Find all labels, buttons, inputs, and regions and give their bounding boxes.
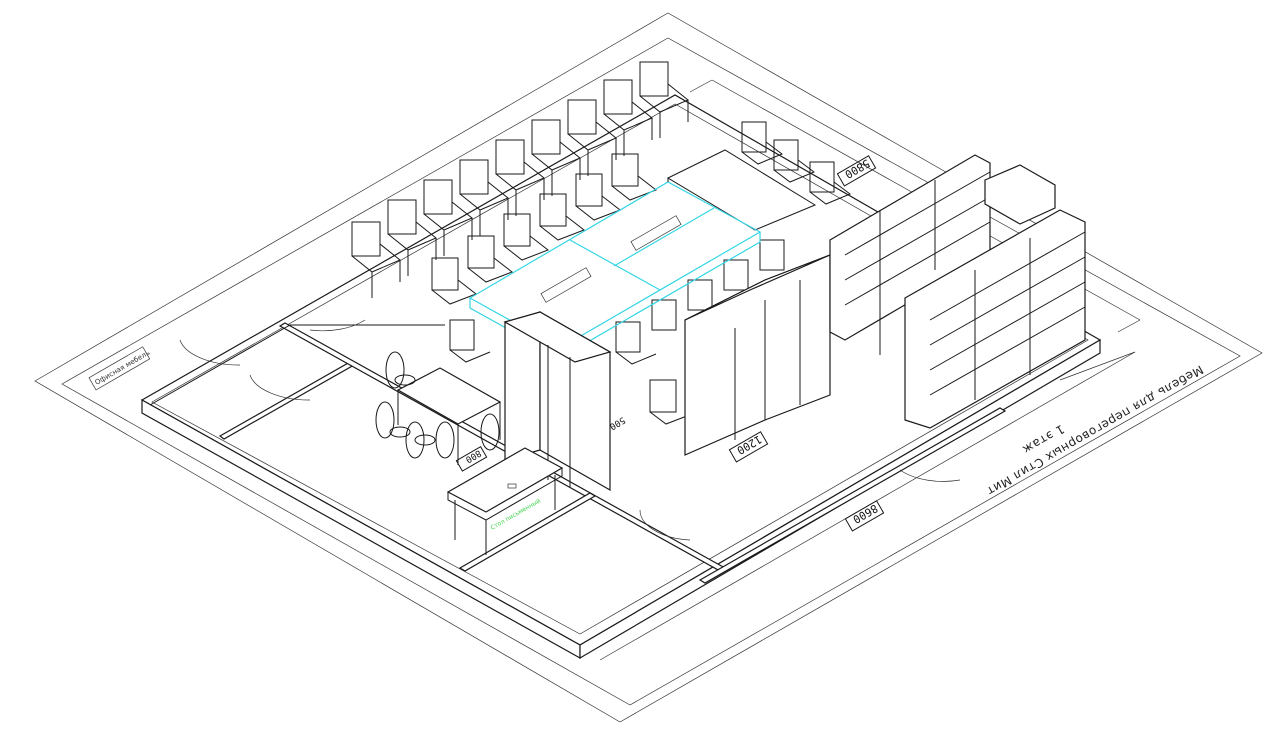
door-swings: [179, 319, 961, 541]
chair: [639, 61, 689, 138]
round-back-chair: [405, 421, 436, 459]
dim-room-length: 8600: [851, 501, 880, 526]
meeting-chairs-right: [741, 121, 851, 205]
chair: [495, 139, 545, 216]
round-back-chair: [375, 401, 411, 439]
chair: [611, 153, 658, 201]
chair: [503, 213, 550, 261]
chair: [687, 279, 713, 311]
chair: [459, 159, 509, 236]
chair: [449, 319, 491, 363]
chair: [809, 161, 851, 205]
logo-text: Офисная мебель: [94, 349, 152, 387]
chair: [351, 221, 401, 298]
chair: [539, 193, 586, 241]
round-back-chair: [385, 351, 416, 389]
meeting-chairs-front-row: [449, 239, 785, 425]
chair: [603, 79, 653, 156]
dim-room-width: 5800: [843, 156, 872, 181]
chair: [575, 173, 622, 221]
chair: [431, 257, 478, 305]
chair: [759, 239, 785, 271]
chair: [651, 299, 677, 331]
chair: [615, 321, 657, 365]
chair: [649, 379, 693, 425]
sheet-frame: [34, 12, 1263, 723]
company-logo: Офисная мебель: [88, 346, 152, 391]
meeting-chairs-back-row: [351, 61, 689, 298]
open-shelving-units: [829, 154, 1086, 429]
chair: [773, 139, 815, 183]
meeting-chairs-second-row: [431, 153, 658, 305]
chair: [567, 99, 617, 176]
chair: [723, 259, 749, 291]
round-back-chair: [435, 421, 455, 459]
small-meeting-table: [375, 351, 502, 465]
wardrobe-cabinets: [503, 254, 831, 492]
round-back-chair: [480, 413, 500, 451]
chair: [531, 119, 581, 196]
chair: [387, 199, 437, 276]
chair: [467, 235, 514, 283]
partition-walls: [149, 322, 1007, 584]
